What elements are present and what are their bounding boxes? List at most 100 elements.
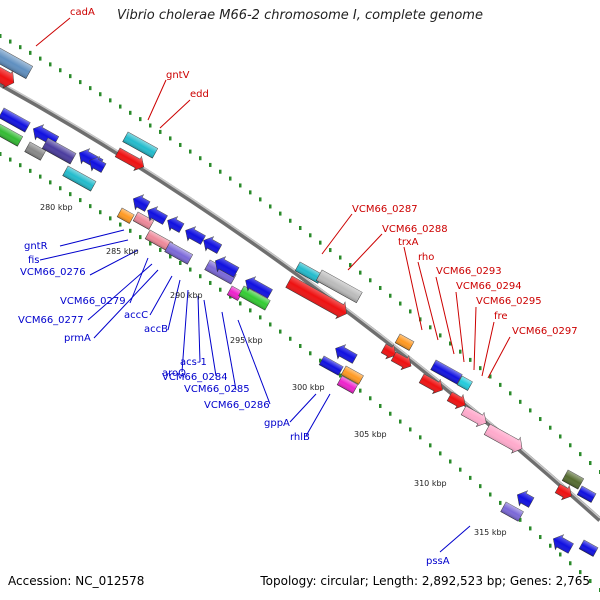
gene-features (0, 45, 599, 557)
tick-mark (219, 169, 222, 174)
reverse-gene-label: gppA (264, 418, 290, 429)
tick-mark (579, 570, 582, 575)
callout-line (167, 279, 181, 331)
tick-mark (499, 382, 502, 387)
gene-forward (576, 485, 597, 503)
callout-line (321, 213, 353, 255)
forward-gene-label: VCM66_0297 (512, 326, 578, 337)
tick-mark (119, 222, 122, 227)
reverse-gene-label: VCM66_0286 (204, 400, 270, 411)
reverse-gene-label: pssA (426, 556, 450, 567)
tick-mark (129, 110, 132, 115)
tick-mark (529, 408, 532, 413)
tick-mark (249, 308, 252, 313)
forward-gene-label: VCM66_0295 (476, 296, 542, 307)
label-callouts (35, 17, 511, 553)
reverse-gene-label: VCM66_0284 (162, 372, 228, 383)
gene-shade (117, 208, 135, 224)
tick-mark (369, 396, 372, 401)
tick-mark (259, 315, 262, 320)
tick-mark (479, 484, 482, 489)
reverse-gene-label: accB (144, 324, 168, 335)
gene-forward (554, 483, 572, 501)
tick-mark (499, 500, 502, 505)
tick-mark (119, 104, 122, 109)
gene-reverse (116, 207, 135, 224)
tick-mark (299, 226, 302, 230)
gene-shade (562, 470, 584, 490)
gene-reverse (578, 539, 599, 557)
tick-mark (349, 263, 352, 268)
tick-mark (239, 183, 242, 188)
tick-mark (59, 68, 62, 73)
tick-mark (269, 322, 272, 327)
gene-shade (42, 138, 76, 165)
gene-shade (555, 484, 572, 500)
callout-line (439, 525, 471, 553)
reverse-gene-label: acs-1 (180, 357, 207, 368)
gene-shade (133, 212, 154, 230)
gene-shade (553, 534, 574, 554)
gene-shade (517, 490, 534, 508)
gene-reverse (24, 141, 47, 161)
tick-mark (69, 74, 72, 79)
gene-shade (430, 360, 463, 385)
gene-forward (456, 375, 473, 391)
tick-mark (49, 180, 52, 185)
tick-mark (259, 197, 262, 202)
tick-mark (489, 374, 492, 379)
tick-mark (249, 190, 252, 195)
tick-mark (219, 287, 222, 292)
tick-mark (269, 204, 272, 209)
tick-mark (239, 301, 242, 306)
gene-shade (341, 366, 364, 385)
tick-mark (469, 475, 472, 480)
gene-shade (0, 66, 14, 89)
tick-mark (149, 123, 152, 128)
tick-mark (559, 434, 562, 439)
callout-line (129, 257, 149, 304)
tick-mark (489, 492, 492, 497)
tick-mark (509, 391, 512, 396)
tick-mark (99, 92, 102, 97)
tick-mark (149, 241, 152, 246)
gene-shade (0, 46, 33, 79)
gene-forward (380, 343, 397, 360)
gene-shade (461, 406, 487, 427)
reverse-gene-label: accC (124, 310, 148, 321)
forward-gene-label: gntV (166, 70, 190, 81)
tick-mark (0, 152, 2, 156)
tick-mark (289, 218, 292, 223)
gene-forward (483, 423, 523, 454)
tick-mark (199, 274, 202, 279)
gene-reverse (147, 206, 168, 225)
gene-shade (62, 166, 96, 192)
tick-mark (449, 459, 452, 464)
callout-line (481, 321, 495, 377)
tick-mark (519, 517, 522, 522)
gene-shade (381, 344, 396, 359)
reverse-gene-label: VCM66_0276 (20, 267, 86, 278)
callout-line (435, 276, 455, 355)
callout-line (221, 311, 237, 391)
gene-shade (238, 286, 271, 311)
tick-mark (209, 162, 212, 167)
tick-mark (469, 357, 472, 362)
tick-mark (379, 403, 382, 408)
tick-mark (419, 317, 422, 322)
gene-shade (89, 156, 106, 173)
tick-mark (79, 198, 82, 203)
gene-shade (145, 230, 173, 252)
gene-shade (147, 206, 168, 225)
tick-mark (569, 561, 572, 566)
tick-mark (159, 129, 162, 134)
tick-mark (169, 254, 172, 259)
tick-mark (29, 168, 32, 173)
gene-reverse (185, 226, 206, 245)
gene-shade (245, 276, 273, 299)
gene-shade (579, 540, 598, 557)
tick-mark (39, 174, 42, 179)
gene-shade (457, 376, 473, 391)
callout-line (87, 263, 153, 321)
